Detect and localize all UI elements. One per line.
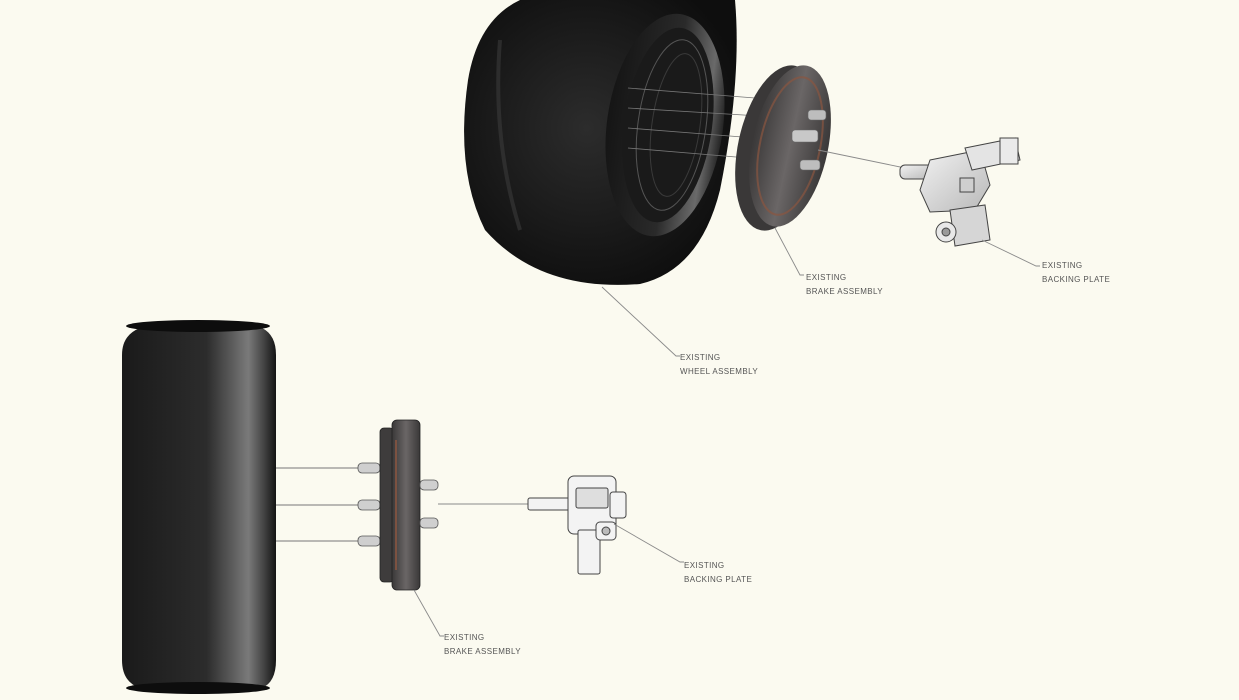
side-stud-lines <box>276 467 362 542</box>
side-tire <box>122 320 276 694</box>
isometric-view: EXISTING BRAKE ASSEMBLY EXISTING BACKING… <box>464 0 1110 376</box>
iso-backing-callout-line2: BACKING PLATE <box>1042 275 1110 284</box>
iso-brake-leader <box>774 227 804 276</box>
side-brake-leader <box>413 589 444 637</box>
iso-tire <box>464 0 737 285</box>
iso-backing-plate <box>899 137 1021 247</box>
iso-wheel-callout-line1: EXISTING <box>680 353 721 362</box>
iso-wheel-leader <box>601 286 680 357</box>
iso-backing-leader <box>981 239 1040 267</box>
side-backing-plate <box>527 475 627 575</box>
iso-brake-callout-line1: EXISTING <box>806 273 847 282</box>
iso-axle-line <box>817 149 906 169</box>
iso-backing-callout-line1: EXISTING <box>1042 261 1083 270</box>
side-backing-callout-line1: EXISTING <box>684 561 725 570</box>
iso-stud-lines <box>627 87 761 159</box>
side-view: EXISTING BACKING PLATE EXISTING BRAKE AS… <box>122 320 752 694</box>
side-brake-callout-line2: BRAKE ASSEMBLY <box>444 647 521 656</box>
iso-wheel-callout-line2: WHEEL ASSEMBLY <box>680 367 758 376</box>
side-backing-leader <box>613 523 684 563</box>
side-brake-assembly <box>357 419 439 591</box>
side-brake-callout-line1: EXISTING <box>444 633 485 642</box>
iso-brake-assembly <box>735 65 831 231</box>
side-backing-callout-line2: BACKING PLATE <box>684 575 752 584</box>
iso-brake-callout-line2: BRAKE ASSEMBLY <box>806 287 883 296</box>
